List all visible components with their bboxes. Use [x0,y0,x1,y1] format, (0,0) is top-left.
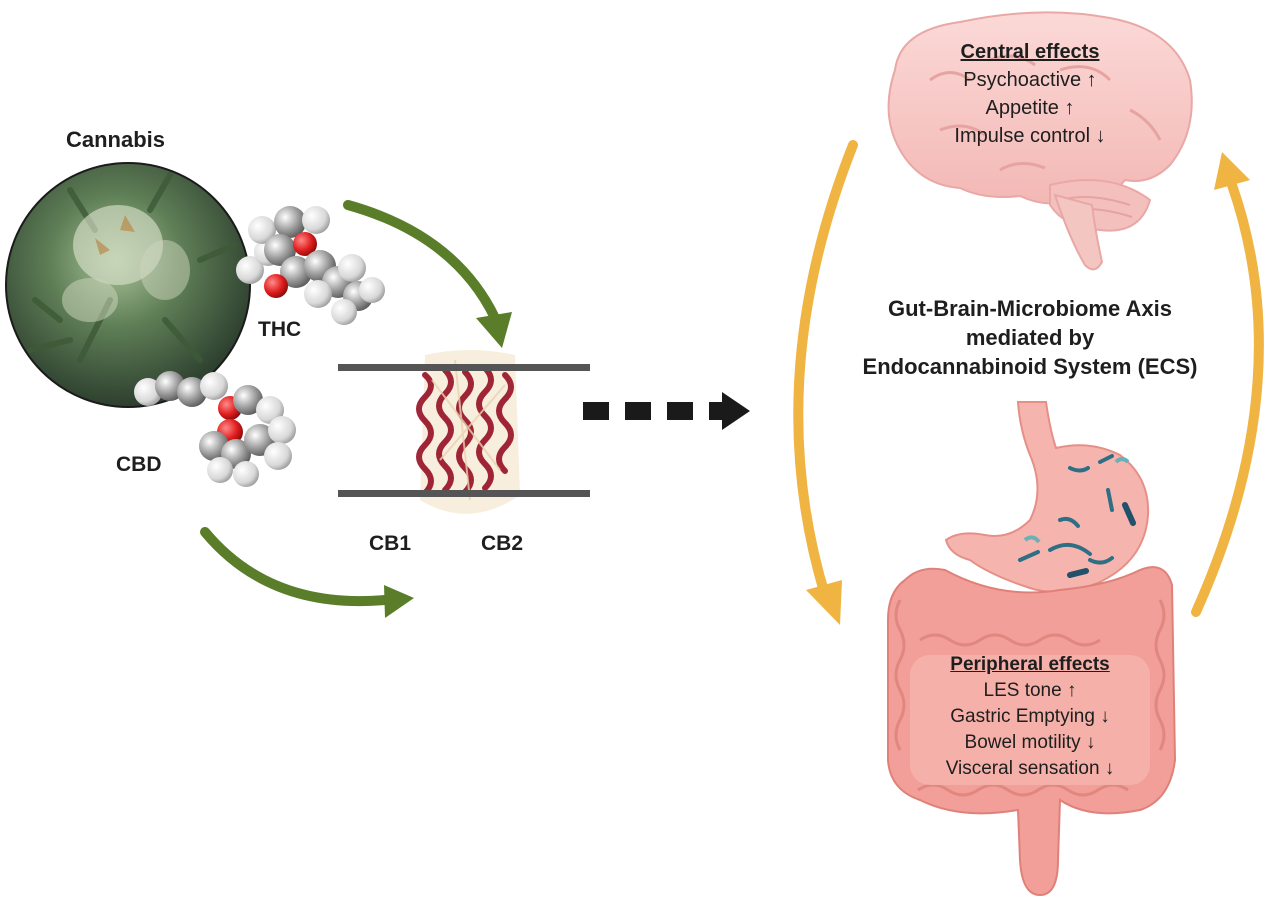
green-arrow-cbd [200,527,414,618]
central-effect-item: Impulse control ↓ [954,125,1106,147]
central-effect-item: Appetite ↑ [985,97,1075,119]
axis-title-line: Gut-Brain-Microbiome Axis [888,296,1172,321]
thc-label: THC [258,318,302,341]
peripheral-effect-item: Gastric Emptying ↓ [950,706,1110,727]
central-effects-heading: Central effects [960,41,1100,63]
peripheral-effects-heading: Peripheral effects [950,654,1110,675]
axis-title-line: Endocannabinoid System (ECS) [862,354,1198,379]
cb2-label: CB2 [481,532,524,555]
cbd-molecule [134,371,296,487]
dashed-arrow [583,392,750,430]
peripheral-effects-box: Peripheral effects LES tone ↑ Gastric Em… [900,652,1160,782]
brain-illustration [887,11,1193,271]
cbd-label: CBD [116,453,162,476]
central-effect-item: Psychoactive ↑ [963,69,1097,91]
thc-molecule [236,206,385,325]
orange-arrow-up [1191,152,1264,617]
axis-title: Gut-Brain-Microbiome Axis mediated by En… [800,294,1260,381]
central-effects-box: Central effects Psychoactive ↑ Appetite … [880,38,1180,150]
peripheral-effect-item: Bowel motility ↓ [964,732,1096,753]
cannabis-plant-image [5,162,251,408]
intestine-illustration [887,566,1177,897]
cb1-label: CB1 [369,532,412,555]
peripheral-effect-item: Visceral sensation ↓ [945,758,1115,779]
stomach-illustration [944,401,1150,593]
peripheral-effect-item: LES tone ↑ [983,680,1077,701]
cannabis-label: Cannabis [66,127,166,152]
axis-title-line: mediated by [965,325,1095,350]
green-arrow-thc [343,200,512,348]
cb-receptor [338,350,590,514]
orange-arrow-down [793,140,858,625]
